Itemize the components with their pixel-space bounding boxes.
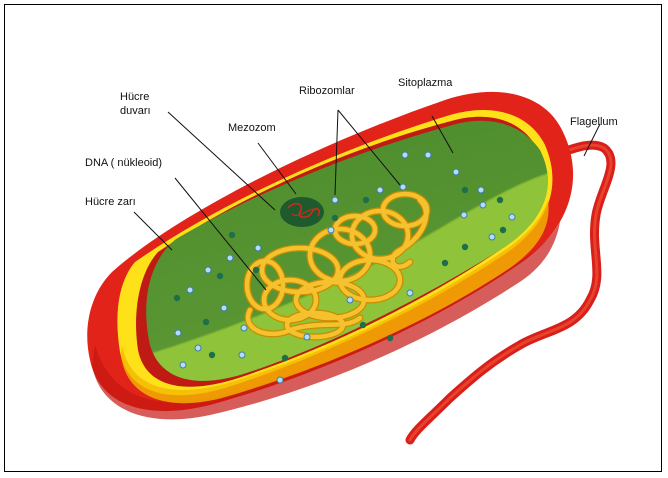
label-cell-wall-1: Hücre — [120, 91, 149, 103]
label-mesosome: Mezozom — [228, 122, 276, 134]
mesosome — [280, 197, 324, 227]
label-cell-wall-2: duvarı — [120, 105, 151, 117]
label-cell-membrane: Hücre zarı — [85, 196, 136, 208]
label-dna: DNA ( nükleoid) — [85, 157, 162, 169]
label-cytoplasm: Sitoplazma — [398, 77, 453, 89]
label-ribosomes: Ribozomlar — [299, 85, 355, 97]
label-flagellum: Flagellum — [570, 116, 618, 128]
